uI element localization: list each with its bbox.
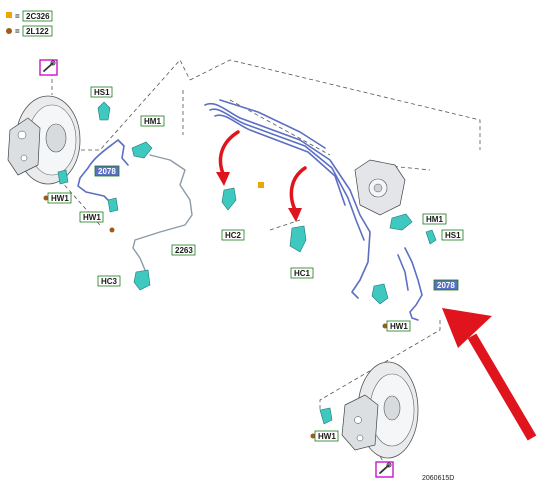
- part-hc1: [289, 225, 307, 253]
- legend-eq-1: =: [15, 12, 20, 21]
- brown-markers: [43, 195, 388, 439]
- part-hw1-left-a: [57, 169, 69, 185]
- right-brake-pipe: [397, 247, 423, 321]
- label-hc2: HC2: [225, 231, 242, 240]
- part-hw1-right: [371, 283, 389, 305]
- bottom-brake-assembly: [341, 361, 419, 459]
- callout-hw1-left-b: HW1: [79, 211, 104, 223]
- label-2263: 2263: [175, 246, 193, 255]
- legend-box-2: [22, 25, 53, 37]
- callout-hc1: HC1: [290, 267, 314, 279]
- center-brake-lines: [204, 99, 371, 299]
- legend-code-2: 2L122: [26, 27, 49, 36]
- label-hm1-left: HM1: [144, 117, 161, 126]
- legend-eq-2: =: [15, 27, 20, 36]
- right-knuckle: [354, 159, 406, 216]
- red-arrow-1: [218, 130, 240, 178]
- part-hs1-left: [97, 101, 111, 121]
- label-hs1-left: HS1: [94, 88, 110, 97]
- label-hw1-right: HW1: [390, 322, 408, 331]
- callout-hm1-left: HM1: [140, 115, 165, 127]
- callout-hm1-right: HM1: [422, 213, 447, 225]
- marker-square-icon: [258, 182, 264, 188]
- callout-hw1-bottom: HW1: [314, 430, 339, 442]
- callout-2078-right: 2078: [433, 279, 459, 291]
- label-hs1-right: HS1: [445, 231, 461, 240]
- legend-square-icon: [6, 12, 12, 18]
- callout-hw1-left-a: HW1: [47, 192, 72, 204]
- hardware-parts: [57, 101, 437, 425]
- wrench-icon: [39, 59, 58, 76]
- callout-2263: 2263: [171, 244, 196, 256]
- left-brake-pipe: [77, 139, 193, 271]
- label-hw1-left-a: HW1: [51, 194, 69, 203]
- part-hm1-right: [389, 213, 413, 231]
- callout-hc3: HC3: [97, 275, 121, 287]
- reference-number: 2060615D: [422, 475, 454, 482]
- red-arrows: [216, 130, 307, 222]
- label-2078-left: 2078: [98, 167, 116, 176]
- legend-code-1: 2C326: [26, 12, 50, 21]
- red-arrow-2: [289, 166, 307, 214]
- part-hw1-left-b: [107, 197, 119, 213]
- part-hw1-bottom: [319, 407, 333, 425]
- label-hw1-left-b: HW1: [83, 213, 101, 222]
- part-hs1-right: [425, 229, 437, 245]
- label-hc1: HC1: [294, 269, 311, 278]
- legend: = 2C326 = 2L122: [6, 10, 53, 37]
- legend-dot-icon: [6, 28, 12, 34]
- label-hm1-right: HM1: [426, 215, 443, 224]
- left-brake-assembly: [7, 95, 81, 185]
- label-hc3: HC3: [101, 277, 118, 286]
- left-caliper: [7, 117, 41, 176]
- callout-hs1-right: HS1: [441, 229, 464, 241]
- big-red-arrow: [442, 308, 537, 441]
- callout-hs1-left: HS1: [90, 86, 113, 98]
- part-hm1-left: [131, 141, 153, 159]
- part-hc3: [133, 269, 151, 291]
- callout-2078-left: 2078: [94, 165, 120, 177]
- label-hw1-bottom: HW1: [318, 432, 336, 441]
- label-2078-right: 2078: [437, 281, 455, 290]
- part-hc2: [221, 187, 237, 211]
- wrench-icon: [375, 461, 394, 478]
- legend-box-1: [22, 10, 53, 22]
- callout-hc2: HC2: [221, 229, 245, 241]
- callout-hw1-right: HW1: [386, 320, 411, 332]
